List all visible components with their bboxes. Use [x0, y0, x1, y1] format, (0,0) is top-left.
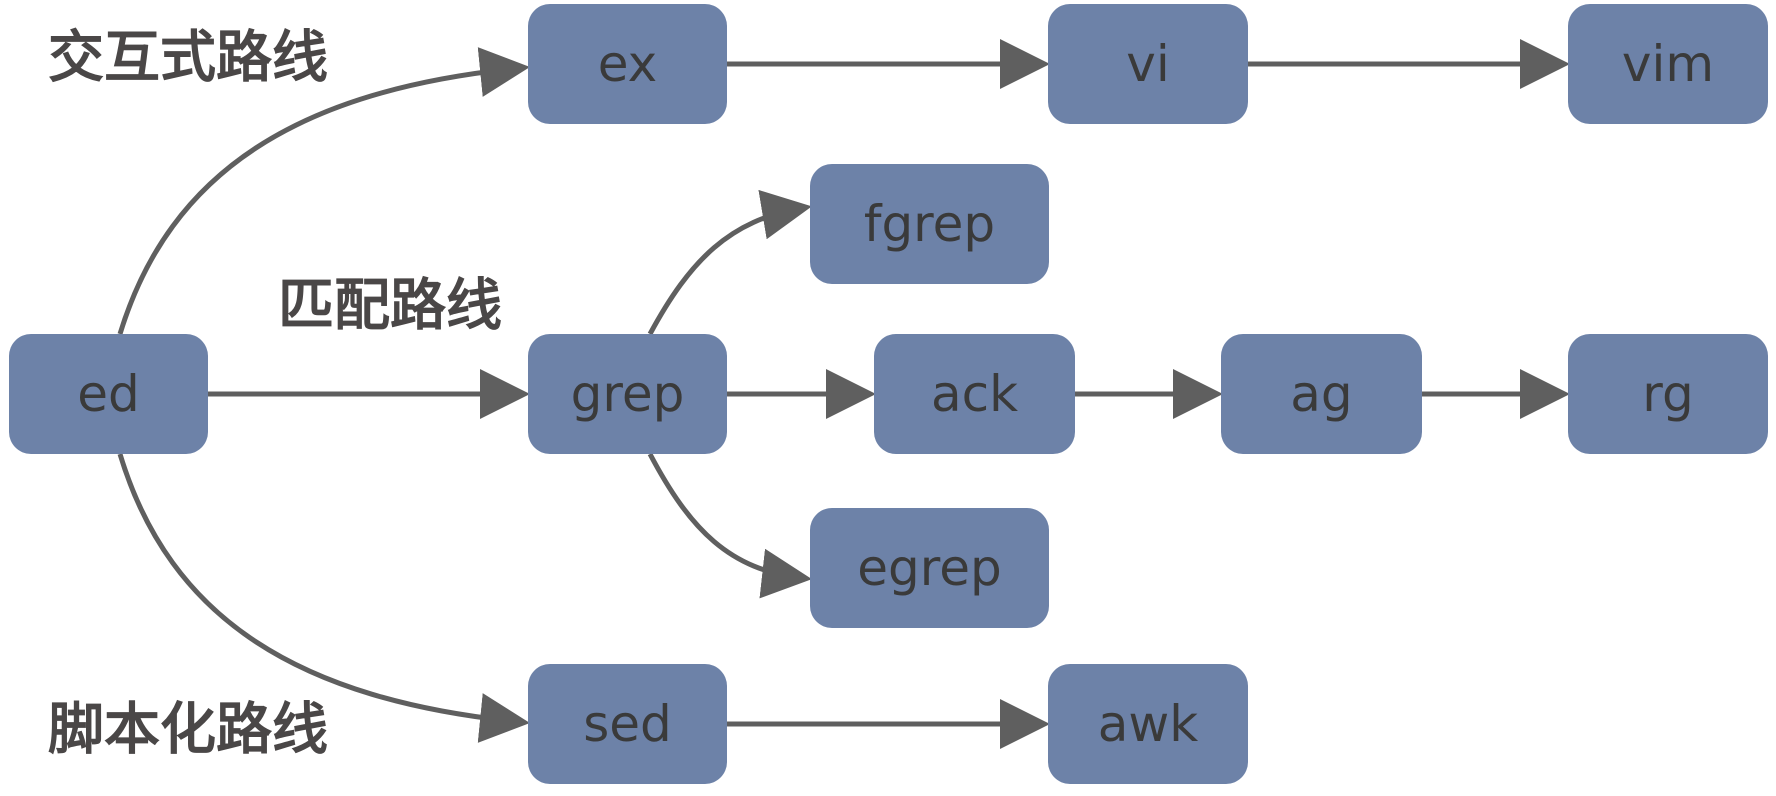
node-ack: ack: [874, 334, 1075, 454]
node-vim-label: vim: [1622, 35, 1714, 93]
node-ack-label: ack: [931, 365, 1018, 423]
edge-grep-fgrep: [647, 189, 812, 336]
route-label-matching: 匹配路线: [278, 274, 502, 339]
node-awk-label: awk: [1098, 695, 1199, 753]
node-vi-label: vi: [1126, 35, 1169, 93]
route-label-scripting: 脚本化路线: [48, 698, 328, 763]
node-fgrep-label: fgrep: [864, 195, 995, 253]
node-ag: ag: [1221, 334, 1422, 454]
node-ed-label: ed: [77, 365, 140, 423]
node-grep-label: grep: [571, 365, 685, 423]
node-awk: awk: [1048, 664, 1248, 784]
node-grep: grep: [528, 334, 727, 454]
node-sed-label: sed: [583, 695, 672, 753]
edge-ed-sed: [117, 453, 530, 743]
route-label-interactive: 交互式路线: [48, 26, 328, 91]
node-ex: ex: [528, 4, 727, 124]
node-rg-label: rg: [1642, 365, 1693, 423]
node-vi: vi: [1048, 4, 1248, 124]
edge-grep-egrep: [647, 452, 812, 599]
node-ag-label: ag: [1290, 365, 1352, 423]
node-egrep: egrep: [810, 508, 1049, 628]
edge-ed-ex: [117, 47, 530, 335]
node-sed: sed: [528, 664, 727, 784]
node-rg: rg: [1568, 334, 1768, 454]
node-ex-label: ex: [598, 35, 657, 93]
node-ed: ed: [9, 334, 208, 454]
node-egrep-label: egrep: [857, 539, 1001, 597]
node-fgrep: fgrep: [810, 164, 1049, 284]
node-vim: vim: [1568, 4, 1768, 124]
